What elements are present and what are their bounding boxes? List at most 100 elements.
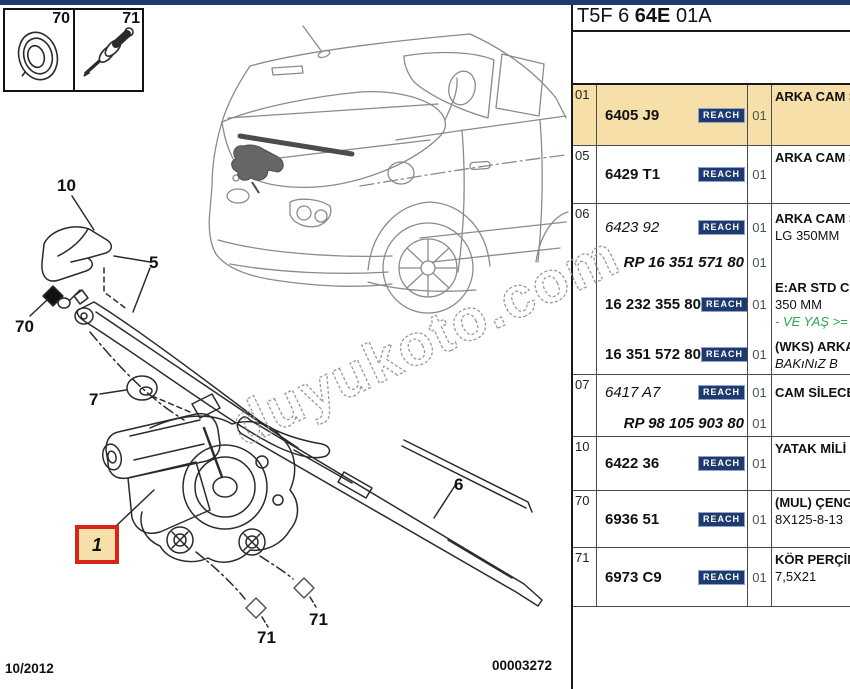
rivet-link-dashes <box>195 551 246 600</box>
part-number: 6936 51 <box>605 510 660 528</box>
part-label-6: 6 <box>454 475 464 494</box>
legend-item-70: 70 <box>5 10 75 90</box>
description-line: KÖR PERÇİN <box>775 552 850 567</box>
description-line: 350 MM <box>775 296 822 312</box>
description-line: ARKA CAM Sİ <box>775 150 850 165</box>
rivet-icon <box>83 27 134 77</box>
catalog-code-bold: 64E <box>634 5 671 27</box>
wiper-cap-sketch <box>41 226 113 282</box>
part-number: RP 98 105 903 80 <box>623 414 744 432</box>
quantity: 01 <box>747 437 772 490</box>
rivet-diamond <box>245 597 267 619</box>
footer-doc-number: 00003272 <box>492 658 553 673</box>
part-number-cell: 6417 A7 REACH <box>597 375 747 409</box>
legend-ref-70: 70 <box>52 10 70 27</box>
quantity: 01 <box>747 250 772 274</box>
part-number: RP 16 351 571 80 <box>623 253 744 271</box>
part-number-cell: RP 16 351 571 80 <box>597 250 747 274</box>
ref-number: 70 <box>573 491 597 547</box>
rivet-link-dashes <box>261 616 269 628</box>
part-number-cell: 6936 51 REACH <box>597 491 747 547</box>
reach-badge: REACH <box>697 511 745 527</box>
grommet-icon <box>17 31 59 81</box>
wiper-spindle-sketch <box>57 289 94 325</box>
rivet-link-dashes <box>309 596 317 608</box>
description: KÖR PERÇİN 7,5X21 <box>772 548 850 606</box>
catalog-code-prefix: T5F 6 <box>577 5 635 27</box>
footer-date: 10/2012 <box>5 661 54 676</box>
part-number-cell: 6429 T1 REACH <box>597 146 747 203</box>
highlighted-part-label-1: 1 <box>75 525 119 564</box>
axis-dashes <box>89 331 185 421</box>
reach-badge: REACH <box>697 384 745 400</box>
ref-number: 01 <box>573 85 597 145</box>
part-label-5: 5 <box>149 253 159 272</box>
description-line: (MUL) ÇENGE <box>775 495 850 510</box>
reach-badge: REACH <box>697 167 745 182</box>
part-number: 16 232 355 80 <box>605 295 701 313</box>
quantity: 01 <box>747 274 772 334</box>
rivet-link-dashes <box>259 555 294 580</box>
description-line: ARKA CAM Sİ <box>775 89 850 104</box>
car-rear-wiper-mark <box>231 133 355 194</box>
description-line: LG 350MM <box>775 228 840 243</box>
part-number: 6417 A7 <box>605 383 661 401</box>
part-number-cell: 6973 C9 REACH <box>597 548 747 606</box>
legend-item-71: 71 <box>75 10 143 90</box>
part-number: 6973 C9 <box>605 568 662 586</box>
ref-number: 71 <box>573 548 597 606</box>
ref-number: 10 <box>573 437 597 490</box>
description-line: CAM SİLECE <box>775 384 850 400</box>
quantity: 01 <box>747 334 772 375</box>
reach-badge: REACH <box>697 569 745 585</box>
part-number: 6422 36 <box>605 455 660 472</box>
reach-badge: REACH <box>697 219 745 235</box>
part-number: 6423 92 <box>605 218 660 236</box>
exploded-diagram-panel: 70 71 <box>3 8 569 676</box>
description <box>772 409 850 437</box>
grommet-link-dashes <box>151 395 191 413</box>
wiper-arm-sketch <box>76 301 331 459</box>
description: ARKA CAM Sİ LG 350MM <box>772 204 850 250</box>
description-line: 7,5X21 <box>775 569 817 584</box>
description-line: ARKA CAM Sİ <box>775 211 850 226</box>
part-number-cell: RP 98 105 903 80 <box>597 409 747 437</box>
description-line: BAKıNıZ B <box>775 355 838 371</box>
part-number: 16 351 572 80 <box>605 346 701 363</box>
reach-badge: REACH <box>697 456 745 471</box>
part-number: 6429 T1 <box>605 166 661 183</box>
exploded-diagram-art <box>29 25 569 628</box>
description-line: 8X125-8-13 <box>775 512 843 527</box>
part-label-71: 71 <box>257 628 276 647</box>
description-line: E:AR STD CA <box>775 279 850 295</box>
description-line: (WKS) ARKA <box>775 338 850 354</box>
legend-ref-71: 71 <box>122 10 140 27</box>
wiper-blade-sketch <box>236 416 543 607</box>
legend-box: 70 71 <box>3 8 144 92</box>
description-line: YATAK MİLİ B <box>775 441 850 456</box>
description: (MUL) ÇENGE 8X125-8-13 <box>772 491 850 547</box>
description: YATAK MİLİ B <box>772 437 850 490</box>
rivet-diamond <box>293 577 315 599</box>
reach-badge: REACH <box>697 107 745 123</box>
catalog-code: T5F 6 64E 01A <box>573 0 850 32</box>
quantity: 01 <box>747 375 772 409</box>
quantity: 01 <box>747 548 772 606</box>
part-label-70: 70 <box>15 317 34 336</box>
catalog-code-suffix: 01A <box>670 5 712 27</box>
description: E:AR STD CA350 MM- VE YAŞ >= 3 <box>772 274 850 334</box>
part-label-71: 71 <box>309 610 328 629</box>
ref-number: 06 <box>573 204 597 374</box>
ref-number: 07 <box>573 375 597 436</box>
part-number-cell: 6423 92 REACH <box>597 204 747 250</box>
